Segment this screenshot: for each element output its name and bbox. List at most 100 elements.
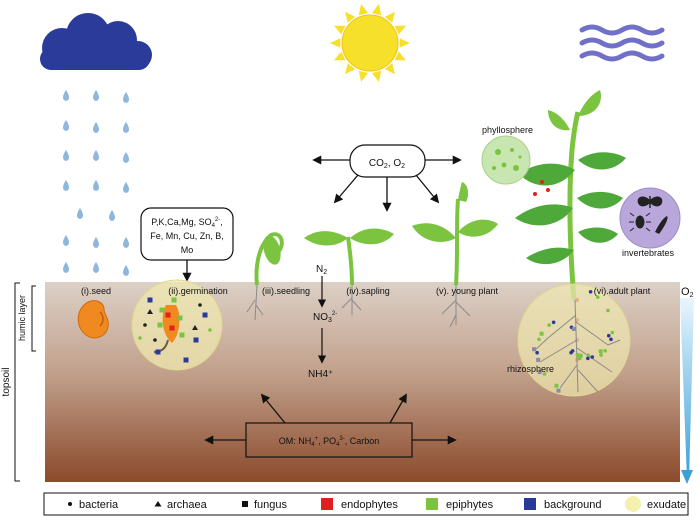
sun-ray <box>371 70 382 82</box>
microbe-marker <box>537 370 542 375</box>
microbe-marker <box>153 338 157 342</box>
stage-labels: (i).seed(ii).germination(iii).seedling(i… <box>81 286 651 296</box>
rain-drop <box>63 90 69 101</box>
stage-label-seed: (i).seed <box>81 286 111 296</box>
root-line <box>575 321 609 346</box>
rain-drop <box>63 180 69 191</box>
germination-exudate <box>131 279 223 371</box>
gas-arrows <box>312 155 462 212</box>
sun-ray <box>345 11 356 23</box>
microbe-marker <box>606 308 610 313</box>
root-line <box>577 369 599 393</box>
stage-label-adult: (vi).adult plant <box>594 286 651 296</box>
microbe-marker <box>535 350 539 355</box>
legend-label: background <box>544 499 602 511</box>
endophyte-marker <box>540 180 544 184</box>
microbe-marker <box>569 350 573 355</box>
gases-label: CO2, O2 <box>369 158 405 170</box>
microbe-marker <box>183 357 189 363</box>
microbe-marker <box>532 347 537 352</box>
rain-drop <box>63 262 69 273</box>
microbe-marker <box>537 337 541 342</box>
legend-item-fungus: fungus <box>242 499 288 511</box>
larva-icon <box>655 216 668 234</box>
microbe-marker <box>554 383 559 388</box>
sun-ray <box>358 70 369 82</box>
microbe-marker <box>177 315 183 321</box>
phyllosphere-label: phyllosphere <box>482 125 533 135</box>
nutrients-line3: Mo <box>181 245 194 255</box>
rhizosphere-exudate <box>517 283 631 397</box>
rain-drop <box>93 122 99 133</box>
microbe-marker <box>165 312 171 318</box>
sun-ray <box>394 25 407 35</box>
legend-label: epiphytes <box>446 499 494 511</box>
root-line <box>547 314 577 339</box>
sun-ray <box>399 38 410 48</box>
root-line <box>607 339 621 346</box>
microbe-marker <box>208 328 212 332</box>
rain-drop <box>123 122 129 133</box>
root-line <box>559 364 578 389</box>
microbe-marker <box>610 330 615 335</box>
nutrients-line1: P,K,Ca,Mg, SO42-, <box>151 217 223 229</box>
topsoil-label: topsoil <box>1 368 12 397</box>
microbe-marker <box>138 336 142 340</box>
rain-drop <box>109 210 115 221</box>
rain-drop <box>77 208 83 219</box>
endophyte-marker <box>546 188 550 192</box>
rain-drop <box>93 237 99 248</box>
sapling-plant <box>304 228 394 315</box>
humic-layer-label: humic layer <box>17 295 27 341</box>
rain-drop <box>123 237 129 248</box>
microbe-marker <box>586 353 591 358</box>
young-plant <box>412 182 498 328</box>
beetle-icon <box>629 212 651 232</box>
microbe-marker <box>575 352 580 357</box>
invertebrates-label: invertebrates <box>622 248 675 258</box>
rain-drop <box>93 180 99 191</box>
legend-label: endophytes <box>341 499 398 511</box>
microbe-marker <box>577 356 582 361</box>
microbe-marker <box>590 355 595 359</box>
microbe-marker <box>609 337 613 342</box>
sun-ray <box>384 63 395 75</box>
rain-drop <box>63 120 69 131</box>
rain-drop <box>93 262 99 273</box>
microbe-marker <box>536 357 541 362</box>
microbe-marker <box>179 332 185 338</box>
sun-ray <box>384 11 395 23</box>
microbe-marker <box>595 295 600 299</box>
microbe-marker <box>606 333 611 338</box>
wind-icon <box>579 24 665 62</box>
stage-label-young: (v). young plant <box>436 286 499 296</box>
endophyte-marker <box>533 192 537 196</box>
humic-layer-bracket <box>31 285 36 352</box>
nh4-label: NH4⁺ <box>308 369 333 380</box>
n2-label: N2 <box>316 264 327 276</box>
sun-ray <box>358 4 369 16</box>
seed-icon <box>77 300 109 339</box>
root-line <box>539 339 578 363</box>
legend-item-endophytes: endophytes <box>321 498 398 511</box>
rain-drop <box>123 182 129 193</box>
stage-label-germination: (ii).germination <box>168 286 228 296</box>
microbe-marker <box>556 388 561 393</box>
microbe-marker <box>169 325 175 331</box>
rain-drop <box>123 265 129 276</box>
legend-label: fungus <box>254 499 288 511</box>
microbe-marker <box>547 323 551 327</box>
microbe-marker <box>171 297 177 303</box>
microbe-marker <box>155 349 161 355</box>
microbe-marker <box>571 327 576 332</box>
cloud-icon <box>40 13 152 70</box>
microbe-marker <box>539 331 544 336</box>
microbe-marker <box>157 322 163 328</box>
microbe-marker <box>147 309 153 314</box>
sun-icon <box>330 4 410 82</box>
microbe-marker <box>202 312 208 318</box>
legend-item-epiphytes: epiphytes <box>426 498 494 511</box>
oxygen-label: O2 <box>681 286 694 299</box>
